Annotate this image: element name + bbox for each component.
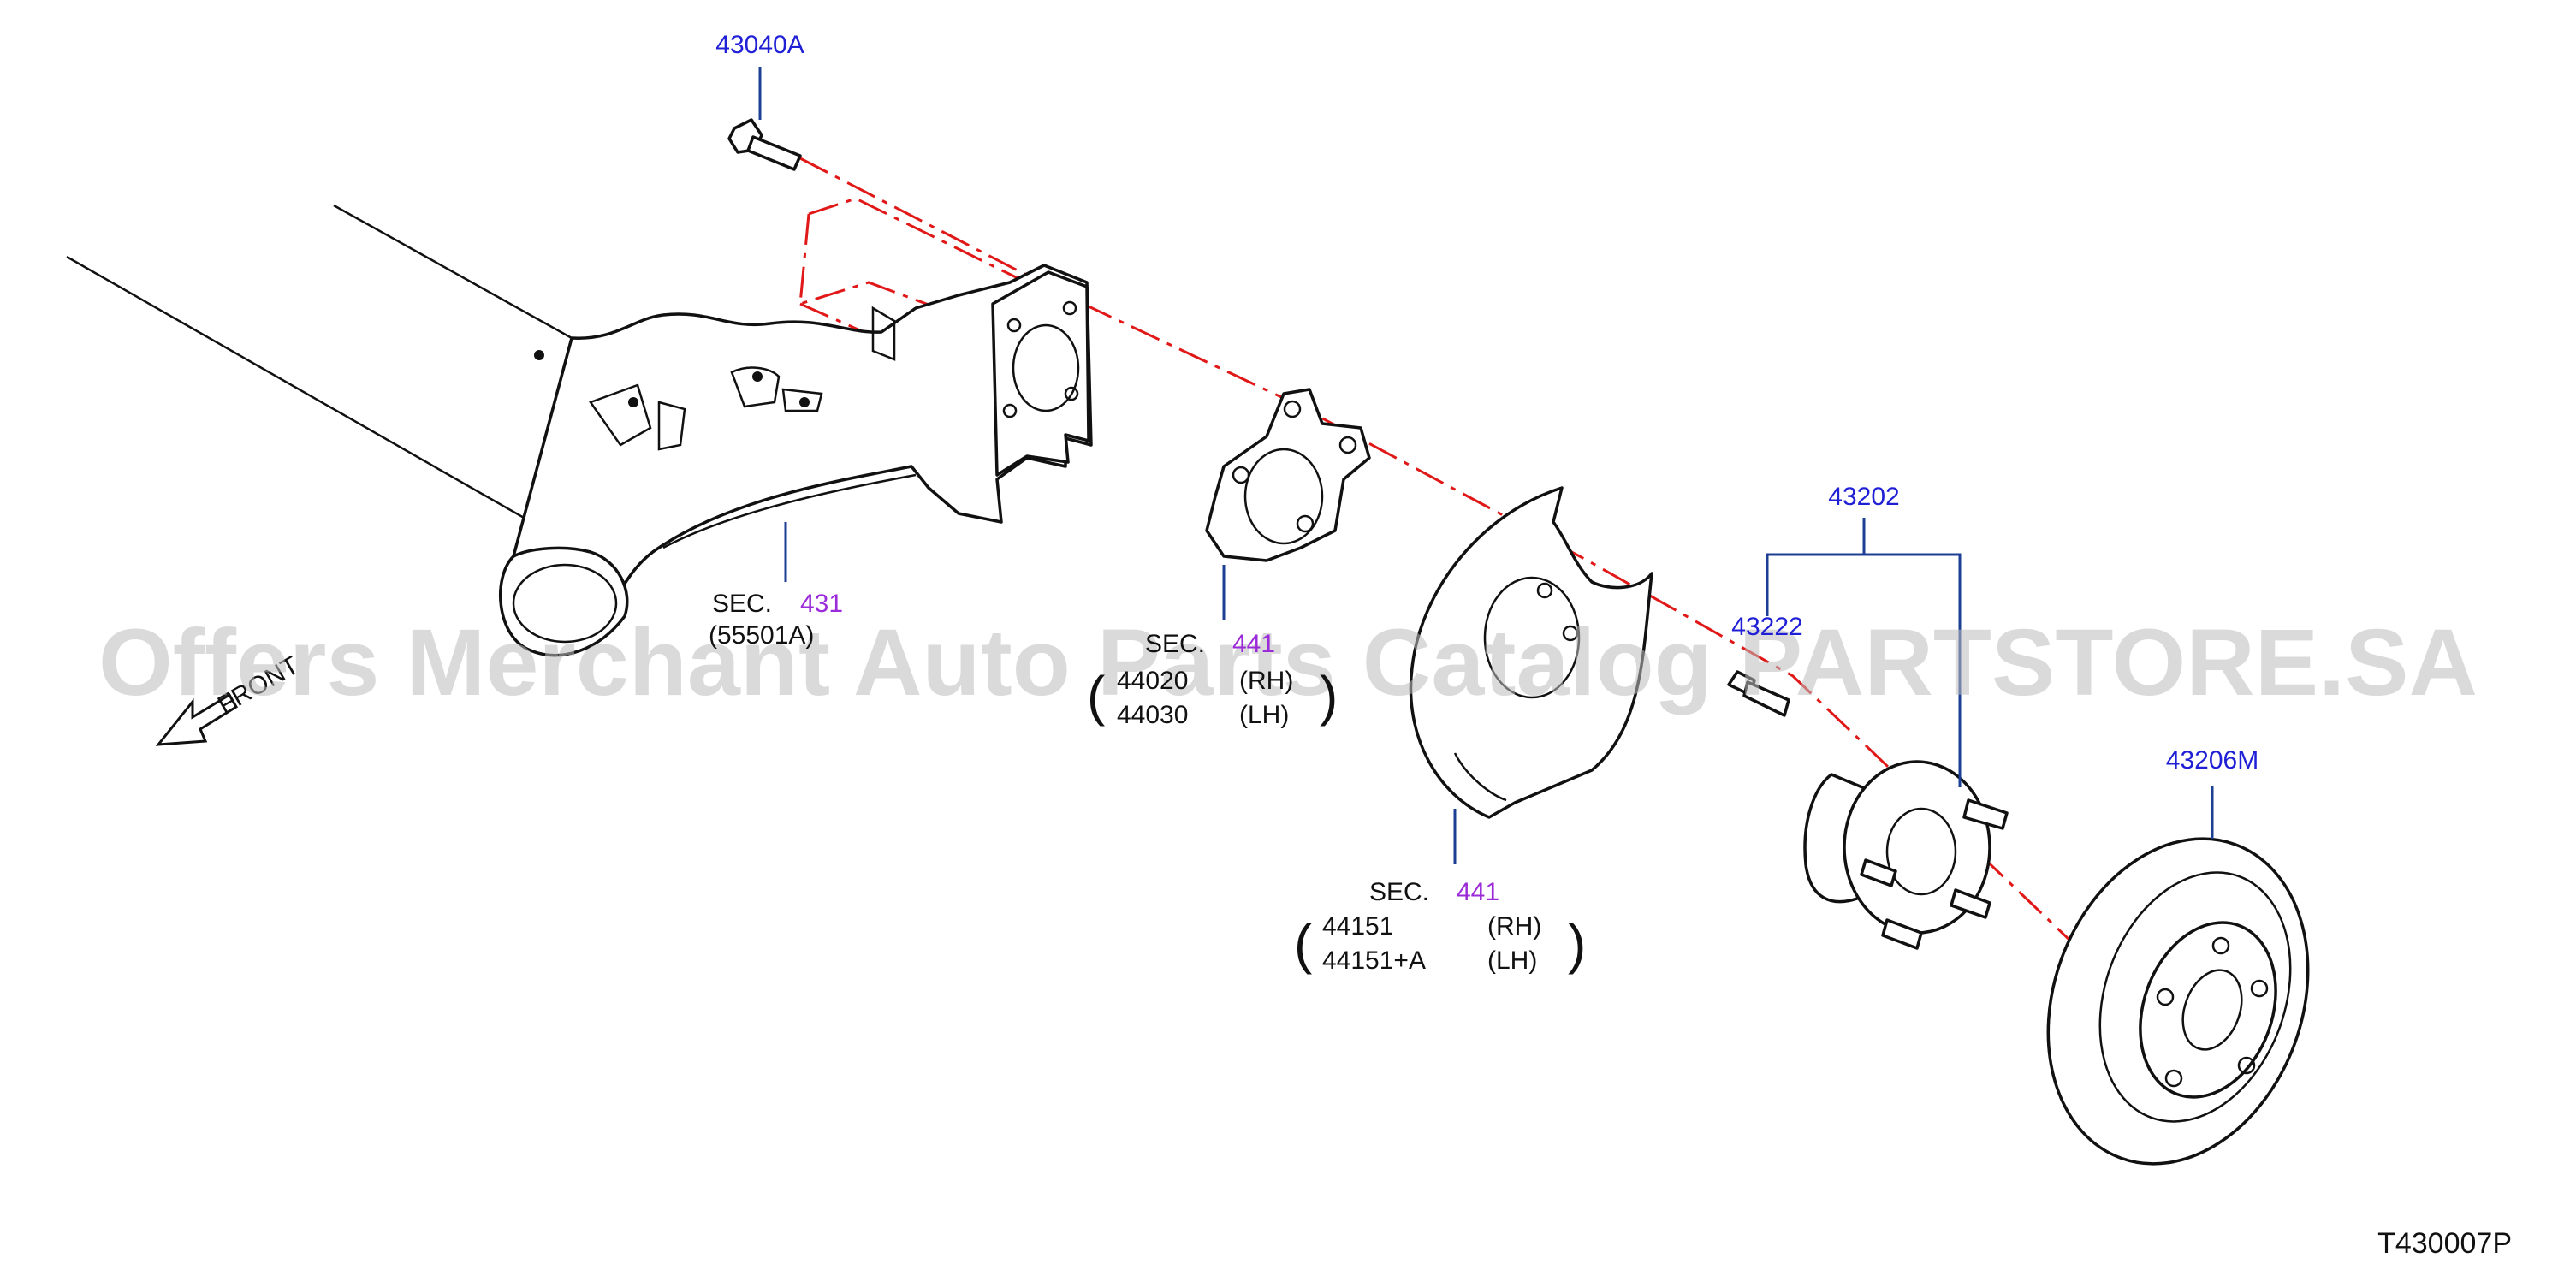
close-paren: ) <box>1568 913 1586 975</box>
section-number-431[interactable]: 431 <box>800 590 843 618</box>
section-ref-441-adapter: SEC. 441 ( 44020 (RH) 44030 (LH) ) <box>1087 630 1338 729</box>
open-paren: ( <box>1087 665 1105 727</box>
diagram-code: T430007P <box>2377 1227 2512 1260</box>
callout-43202[interactable]: 43202 <box>1828 483 1899 511</box>
shield-part-lh: 44151+A <box>1322 947 1426 975</box>
close-paren: ) <box>1320 665 1338 727</box>
shield-part-rh: 44151 <box>1322 912 1393 941</box>
callout-43206m[interactable]: 43206M <box>2166 746 2258 774</box>
watermark: Offers Merchant Auto Parts Catalog PARTS… <box>98 610 2478 715</box>
adapter-side-lh: (LH) <box>1239 701 1289 729</box>
brake-rotor[interactable] <box>2004 802 2352 1201</box>
section-ref-441-shield: SEC. 441 ( 44151 (RH) 44151+A (LH) ) <box>1294 878 1586 975</box>
section-prefix: SEC. <box>1369 878 1429 906</box>
adapter-part-lh: 44030 <box>1117 701 1188 729</box>
callout-43222[interactable]: 43222 <box>1731 613 1802 641</box>
callout-43040a[interactable]: 43040A <box>715 31 804 59</box>
rear-axle-beam <box>66 204 1093 657</box>
brake-adapter-plate[interactable] <box>1205 388 1371 562</box>
section-prefix: SEC. <box>712 590 772 618</box>
wheel-stud-43222[interactable] <box>1727 670 1790 717</box>
front-arrow-icon <box>155 692 239 746</box>
adapter-part-rh: 44020 <box>1117 667 1188 695</box>
section-number-441[interactable]: 441 <box>1232 630 1275 658</box>
leader-lines <box>758 67 2214 864</box>
shield-side-lh: (LH) <box>1487 947 1537 975</box>
section-ref-431: SEC. 431 (55501A) <box>709 590 843 650</box>
open-paren: ( <box>1294 913 1312 975</box>
shield-side-rh: (RH) <box>1487 912 1541 941</box>
dust-shield[interactable] <box>1409 486 1653 819</box>
section-number-441[interactable]: 441 <box>1457 878 1499 906</box>
section-part-55501a: (55501A) <box>709 621 814 650</box>
bolt-43040a[interactable] <box>727 118 802 171</box>
section-prefix: SEC. <box>1145 630 1205 658</box>
hub-bearing-assembly[interactable] <box>1803 760 2009 950</box>
adapter-side-rh: (RH) <box>1239 667 1293 695</box>
